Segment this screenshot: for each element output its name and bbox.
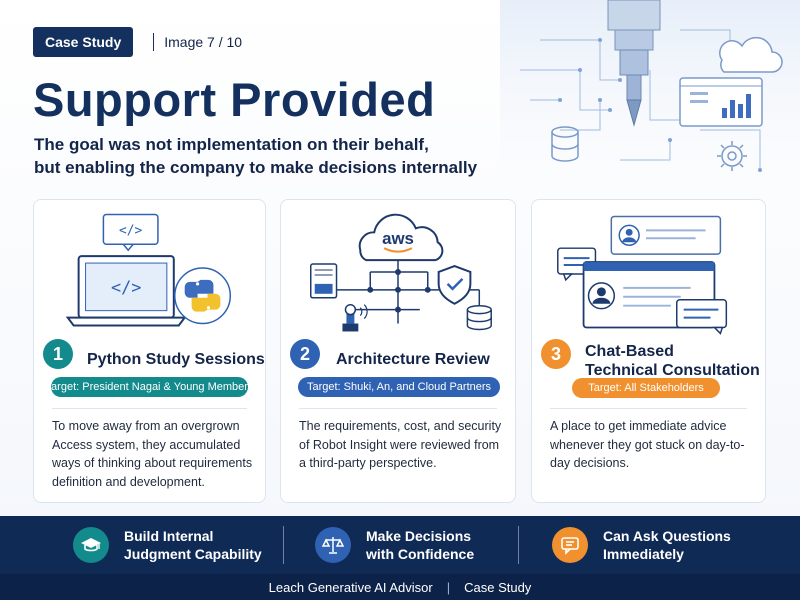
footer-label: Case Study bbox=[464, 579, 532, 595]
card-2-divider bbox=[299, 408, 497, 409]
laptop-icon: </> bbox=[65, 255, 187, 327]
benefit-confidence: Make Decisions with Confidence bbox=[315, 516, 506, 574]
dashboard-chart-icon bbox=[679, 77, 763, 127]
profile-card-icon bbox=[610, 215, 722, 255]
laptop-code-text: </> bbox=[111, 277, 141, 297]
shield-check-icon bbox=[437, 264, 472, 305]
chat-icon bbox=[552, 527, 588, 563]
robot-arm-icon bbox=[342, 303, 368, 332]
card-3-number: 3 bbox=[541, 339, 571, 369]
hero-tech-illustration bbox=[500, 0, 800, 200]
graduation-cap-icon bbox=[73, 527, 109, 563]
card-chat-consultation: 3 Chat-Based Technical Consultation Targ… bbox=[531, 199, 766, 503]
subtitle-line-2: but enabling the company to make decisio… bbox=[34, 158, 478, 177]
database-icon bbox=[466, 304, 492, 331]
case-study-badge: Case Study bbox=[33, 27, 134, 57]
card-1-title: Python Study Sessions bbox=[87, 351, 265, 368]
card-python-study-sessions: </> </> 1 Python Study Sessions Target: … bbox=[33, 199, 266, 503]
benefit-confidence-text: Make Decisions with Confidence bbox=[366, 527, 506, 563]
card-2-illustration: aws bbox=[310, 213, 492, 332]
cloud-outline-icon bbox=[719, 36, 783, 73]
card-1-illustration: </> </> bbox=[65, 213, 232, 327]
aws-text: aws bbox=[382, 229, 414, 248]
benefit-questions-line-2: Immediately bbox=[603, 546, 684, 562]
image-counter: Image 7 / 10 bbox=[164, 34, 243, 50]
page-subtitle: The goal was not implementation on their… bbox=[34, 133, 494, 179]
card-1-target-pill: Target: President Nagai & Young Members bbox=[46, 377, 253, 397]
benefits-band: Build Internal Judgment Capability Make … bbox=[0, 516, 800, 574]
benefit-confidence-line-1: Make Decisions bbox=[366, 528, 472, 544]
band-divider-2 bbox=[518, 526, 519, 564]
card-3-target-pill: Target: All Stakeholders bbox=[572, 378, 720, 398]
bubble-code-text: </> bbox=[119, 223, 143, 238]
python-logo-icon bbox=[174, 267, 232, 325]
card-1-number: 1 bbox=[43, 339, 73, 369]
page-title: Support Provided bbox=[33, 73, 436, 126]
header-divider bbox=[153, 33, 155, 51]
benefit-judgment: Build Internal Judgment Capability bbox=[73, 516, 264, 574]
card-3-title-line-1: Chat-Based bbox=[585, 343, 674, 360]
band-divider-1 bbox=[283, 526, 284, 564]
card-1-divider bbox=[52, 408, 247, 409]
card-3-title: Chat-Based Technical Consultation bbox=[585, 342, 760, 380]
card-3-illustration bbox=[557, 215, 728, 335]
balance-scale-icon bbox=[315, 527, 351, 563]
card-3-description: A place to get immediate advice whenever… bbox=[550, 419, 745, 470]
benefit-judgment-line-2: Judgment Capability bbox=[124, 546, 262, 562]
card-3-divider bbox=[550, 408, 747, 409]
aws-cloud-icon: aws bbox=[358, 213, 444, 262]
card-2-number: 2 bbox=[290, 339, 320, 369]
gear-outline-icon bbox=[717, 141, 747, 171]
database-outline-icon bbox=[551, 126, 579, 162]
footer: Leach Generative AI Advisor | Case Study bbox=[0, 574, 800, 600]
benefit-questions-text: Can Ask Questions Immediately bbox=[603, 527, 743, 563]
benefit-judgment-text: Build Internal Judgment Capability bbox=[124, 527, 264, 563]
card-1-description: To move away from an overgrown Access sy… bbox=[52, 419, 253, 489]
card-3-title-line-2: Technical Consultation bbox=[585, 362, 760, 379]
reply-bubble-icon bbox=[676, 299, 728, 335]
server-icon bbox=[310, 263, 338, 299]
card-2-target-pill: Target: Shuki, An, and Cloud Partners bbox=[298, 377, 500, 397]
spindle-icon bbox=[607, 0, 661, 127]
footer-separator: | bbox=[446, 579, 451, 595]
header-row: Case Study Image 7 / 10 bbox=[33, 27, 242, 57]
benefit-questions: Can Ask Questions Immediately bbox=[552, 516, 743, 574]
card-2-title: Architecture Review bbox=[336, 351, 490, 368]
card-architecture-review: aws bbox=[280, 199, 516, 503]
code-bubble-icon: </> bbox=[102, 213, 159, 252]
benefit-questions-line-1: Can Ask Questions bbox=[603, 528, 731, 544]
footer-brand: Leach Generative AI Advisor bbox=[268, 579, 433, 595]
subtitle-line-1: The goal was not implementation on their… bbox=[34, 135, 429, 154]
benefit-confidence-line-2: with Confidence bbox=[366, 546, 475, 562]
benefit-judgment-line-1: Build Internal bbox=[124, 528, 214, 544]
card-2-description: The requirements, cost, and security of … bbox=[299, 419, 502, 470]
